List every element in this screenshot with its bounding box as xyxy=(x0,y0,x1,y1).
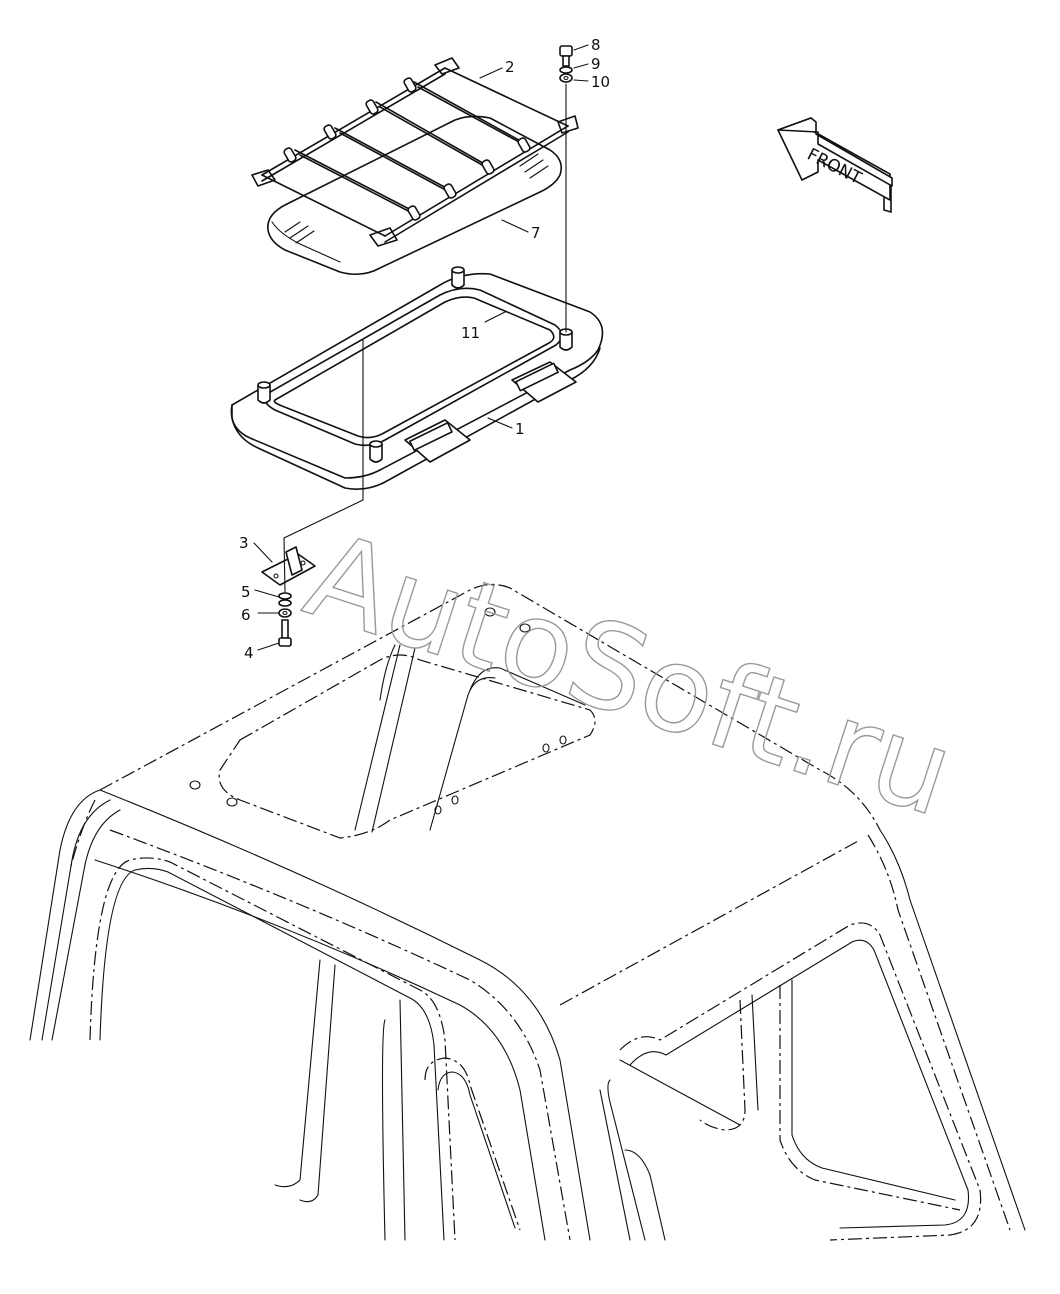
part-label-5: 5 xyxy=(241,583,251,601)
part-label-6: 6 xyxy=(241,606,251,624)
roof-hatch-frame xyxy=(230,266,604,490)
part-label-9: 9 xyxy=(591,55,601,73)
roof-guard-rack xyxy=(251,57,579,247)
hatch-glass-panel xyxy=(267,115,563,276)
cab-body xyxy=(29,583,1026,1241)
part-label-2: 2 xyxy=(505,58,515,76)
corner-post xyxy=(369,440,383,463)
frame-hinge xyxy=(404,419,471,463)
hinge-bracket-assembly xyxy=(261,339,364,647)
frame-hinge xyxy=(511,361,577,403)
part-label-1: 1 xyxy=(515,420,525,438)
corner-post xyxy=(451,266,465,289)
part-label-8: 8 xyxy=(591,36,601,54)
part-label-3: 3 xyxy=(239,534,249,552)
fastener-stack-top xyxy=(559,45,573,333)
part-label-10: 10 xyxy=(591,73,610,91)
callouts: 2 8 9 10 7 11 1 3 5 6 4 xyxy=(239,36,610,662)
corner-post xyxy=(257,381,271,404)
front-direction-arrow-icon: FRONT xyxy=(777,117,893,213)
part-label-7: 7 xyxy=(531,224,541,242)
part-label-11: 11 xyxy=(461,324,480,342)
part-label-4: 4 xyxy=(244,644,254,662)
